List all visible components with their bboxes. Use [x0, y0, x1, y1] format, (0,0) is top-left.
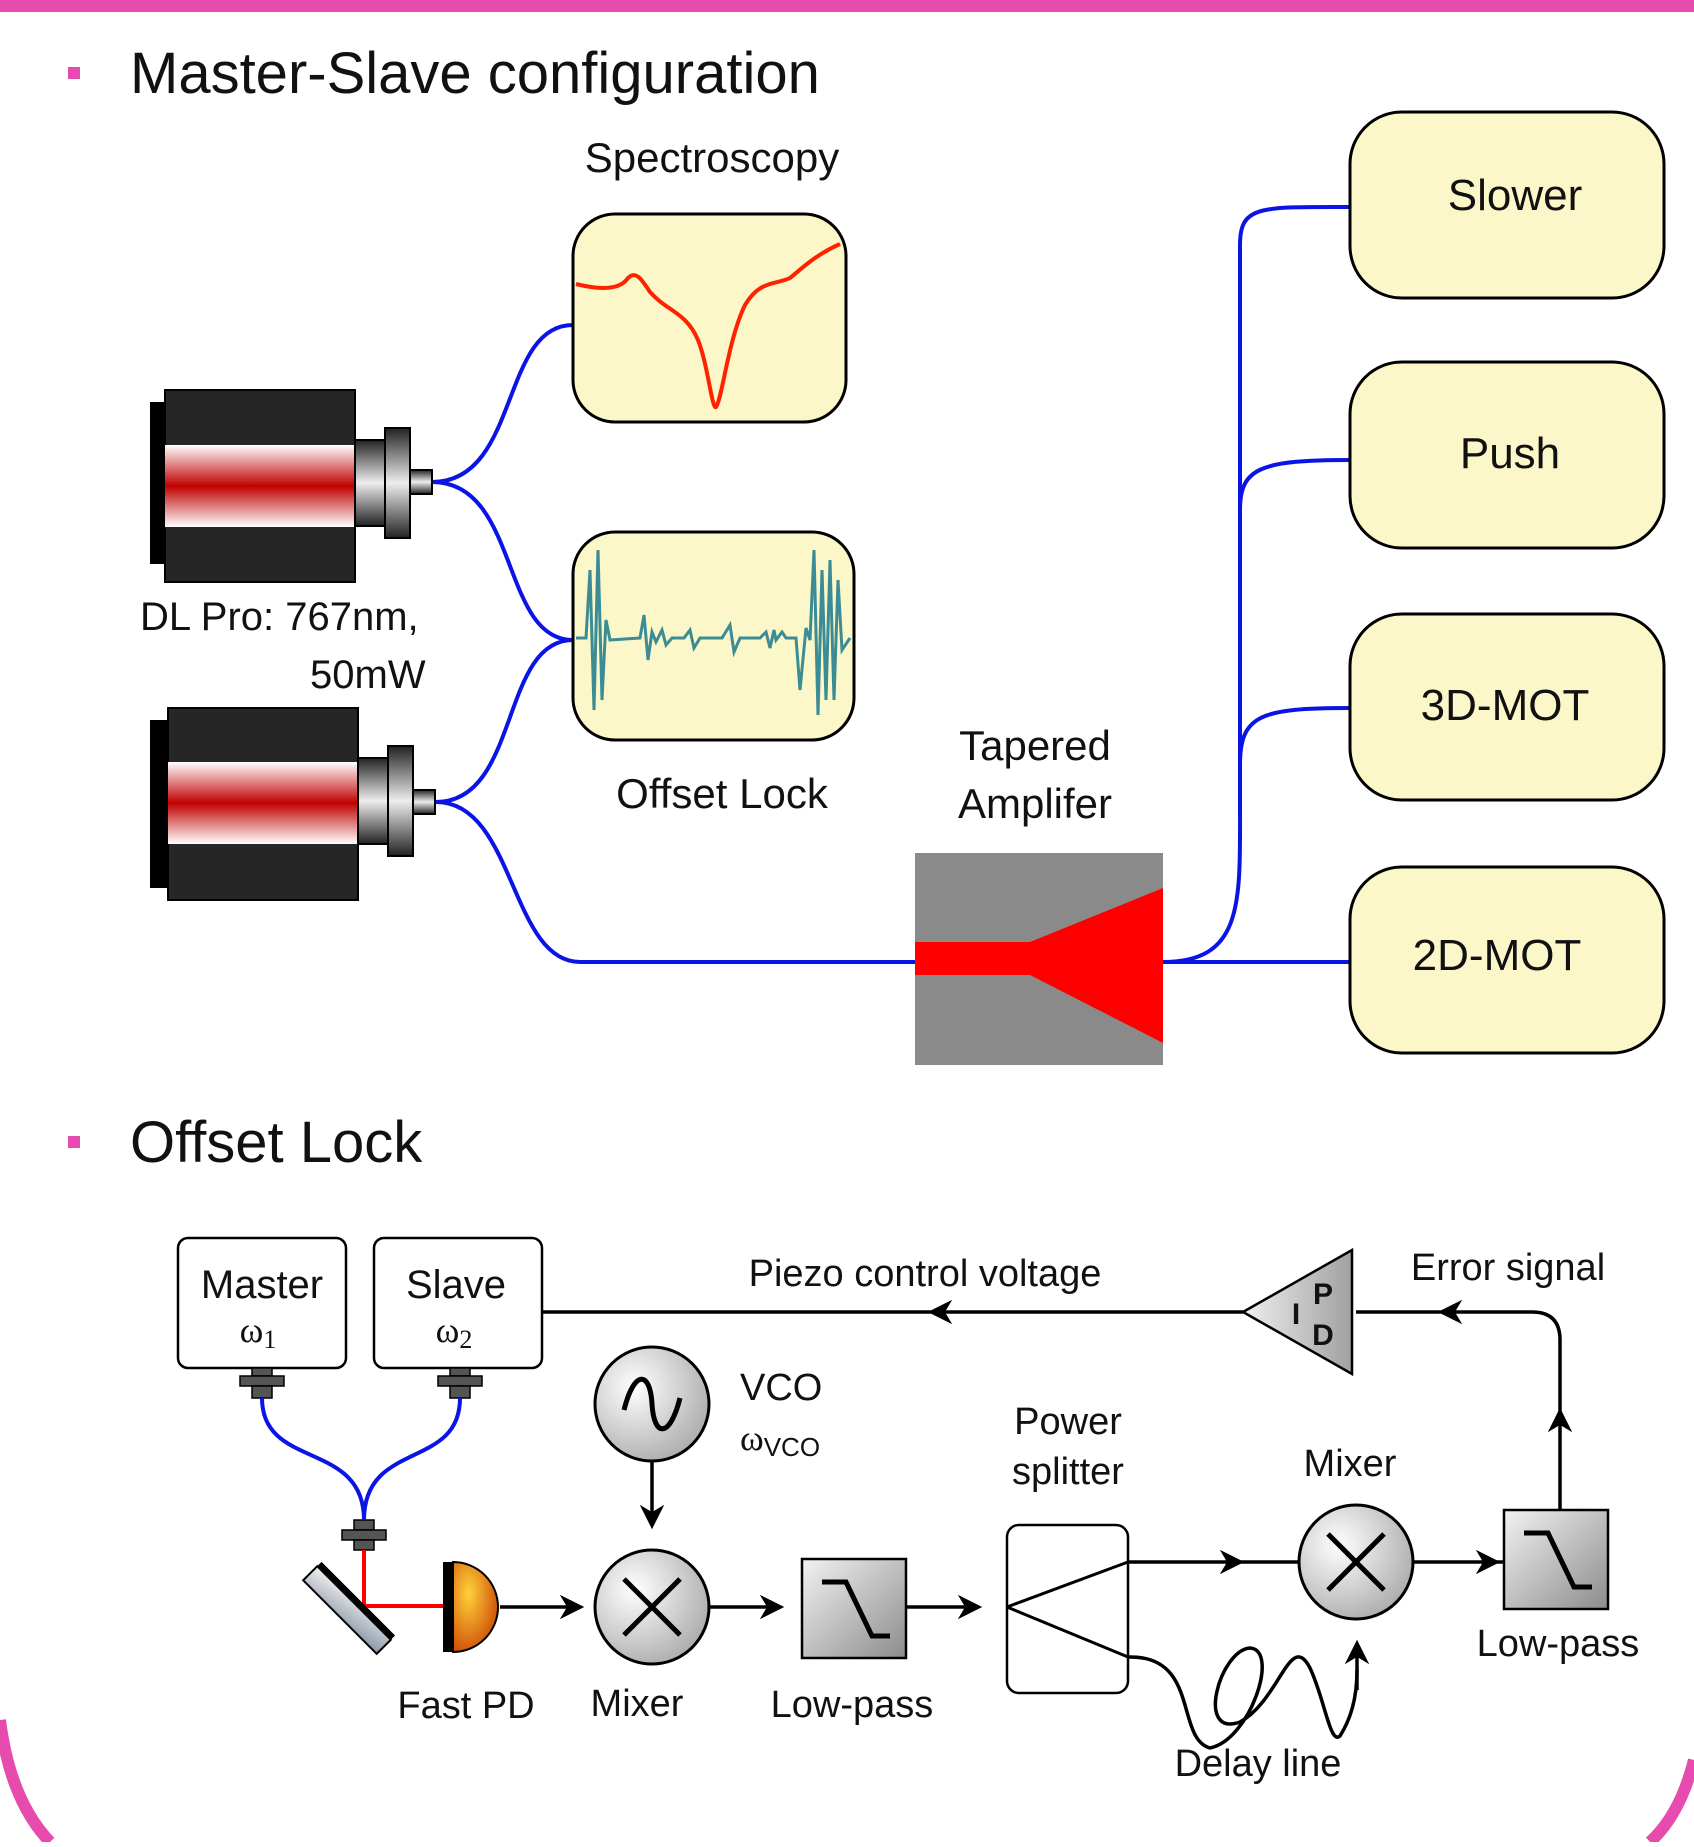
spectroscopy-trace: [575, 242, 841, 410]
fiber-connectors: [239, 1367, 483, 1551]
vco-label: VCO: [740, 1367, 822, 1409]
pid-d: D: [1312, 1319, 1334, 1352]
power-splitter-label-line2: splitter: [1012, 1451, 1124, 1493]
mixer-1-label: Mixer: [591, 1683, 684, 1725]
power-splitter-box: [1005, 1523, 1130, 1695]
section-title-master-slave: Master-Slave configuration: [130, 41, 820, 106]
lowpass-2-label: Low-pass: [1477, 1623, 1640, 1665]
mirror-icon: [301, 1561, 396, 1656]
output-label-2d-mot: 2D-MOT: [1413, 931, 1582, 980]
bullet-icon: [68, 1136, 80, 1148]
lowpass-1-label: Low-pass: [771, 1684, 934, 1726]
fast-pd-label: Fast PD: [397, 1685, 534, 1727]
bullet-icon: [68, 67, 80, 79]
vco-omega: ωVCO: [740, 1418, 820, 1462]
laser-label-line2: 50mW: [310, 653, 426, 697]
power-splitter-label-line1: Power: [1014, 1401, 1122, 1443]
slave-laser-box: Slave ω2: [372, 1236, 544, 1370]
laser-2: [150, 707, 436, 901]
fast-pd-icon: [443, 1560, 499, 1654]
fiber-combiner: [260, 1397, 462, 1521]
master-laser-box: Master ω1: [176, 1236, 348, 1370]
section-title-offset-lock: Offset Lock: [130, 1110, 423, 1175]
top-accent-bar: [0, 0, 1694, 12]
output-box-2d-mot: 2D-MOT: [1348, 865, 1666, 1055]
laser-label-line1: DL Pro: 767nm,: [140, 595, 419, 639]
fiber-paths: [431, 204, 1351, 964]
mixer-2-icon: [1297, 1503, 1415, 1621]
vco-icon: [593, 1345, 711, 1463]
output-box-slower: Slower: [1348, 110, 1666, 300]
master-label: Master: [201, 1263, 323, 1307]
lowpass-1-icon: [800, 1557, 908, 1660]
delay-line-label: Delay line: [1175, 1743, 1342, 1785]
signal-lines: [500, 1299, 1573, 1750]
output-label-3d-mot: 3D-MOT: [1421, 681, 1590, 730]
output-label-push: Push: [1460, 429, 1560, 478]
offset-lock-screen: [571, 530, 856, 742]
offset-lock-trace: [576, 549, 852, 716]
output-box-3d-mot: 3D-MOT: [1348, 612, 1666, 802]
slave-label: Slave: [406, 1263, 506, 1307]
spectroscopy-label: Spectroscopy: [585, 134, 839, 181]
slave-omega: ω2: [436, 1310, 473, 1354]
master-omega: ω1: [240, 1310, 277, 1354]
lowpass-2-icon: [1502, 1508, 1610, 1611]
frame-corner-right: [1645, 1758, 1694, 1847]
spectroscopy-screen: [571, 212, 848, 424]
mixer-2-label: Mixer: [1304, 1443, 1397, 1485]
pid-p: P: [1313, 1278, 1333, 1311]
laser-1: [150, 389, 433, 583]
frame-corner-left: [0, 1719, 55, 1847]
error-signal-label: Error signal: [1411, 1247, 1605, 1289]
tapered-amplifier-gain-region: [915, 888, 1163, 1043]
offset-lock-screen-label: Offset Lock: [616, 770, 829, 817]
red-beam: [362, 1550, 445, 1608]
output-label-slower: Slower: [1448, 171, 1583, 220]
pid-i: I: [1292, 1298, 1300, 1331]
piezo-control-label: Piezo control voltage: [749, 1253, 1102, 1295]
ta-label-line2: Amplifer: [958, 780, 1112, 827]
ta-label-line1: Tapered: [959, 722, 1111, 769]
output-box-push: Push: [1348, 360, 1666, 550]
mixer-1-icon: [593, 1548, 711, 1666]
pid-controller-icon: P I D: [1240, 1247, 1354, 1377]
